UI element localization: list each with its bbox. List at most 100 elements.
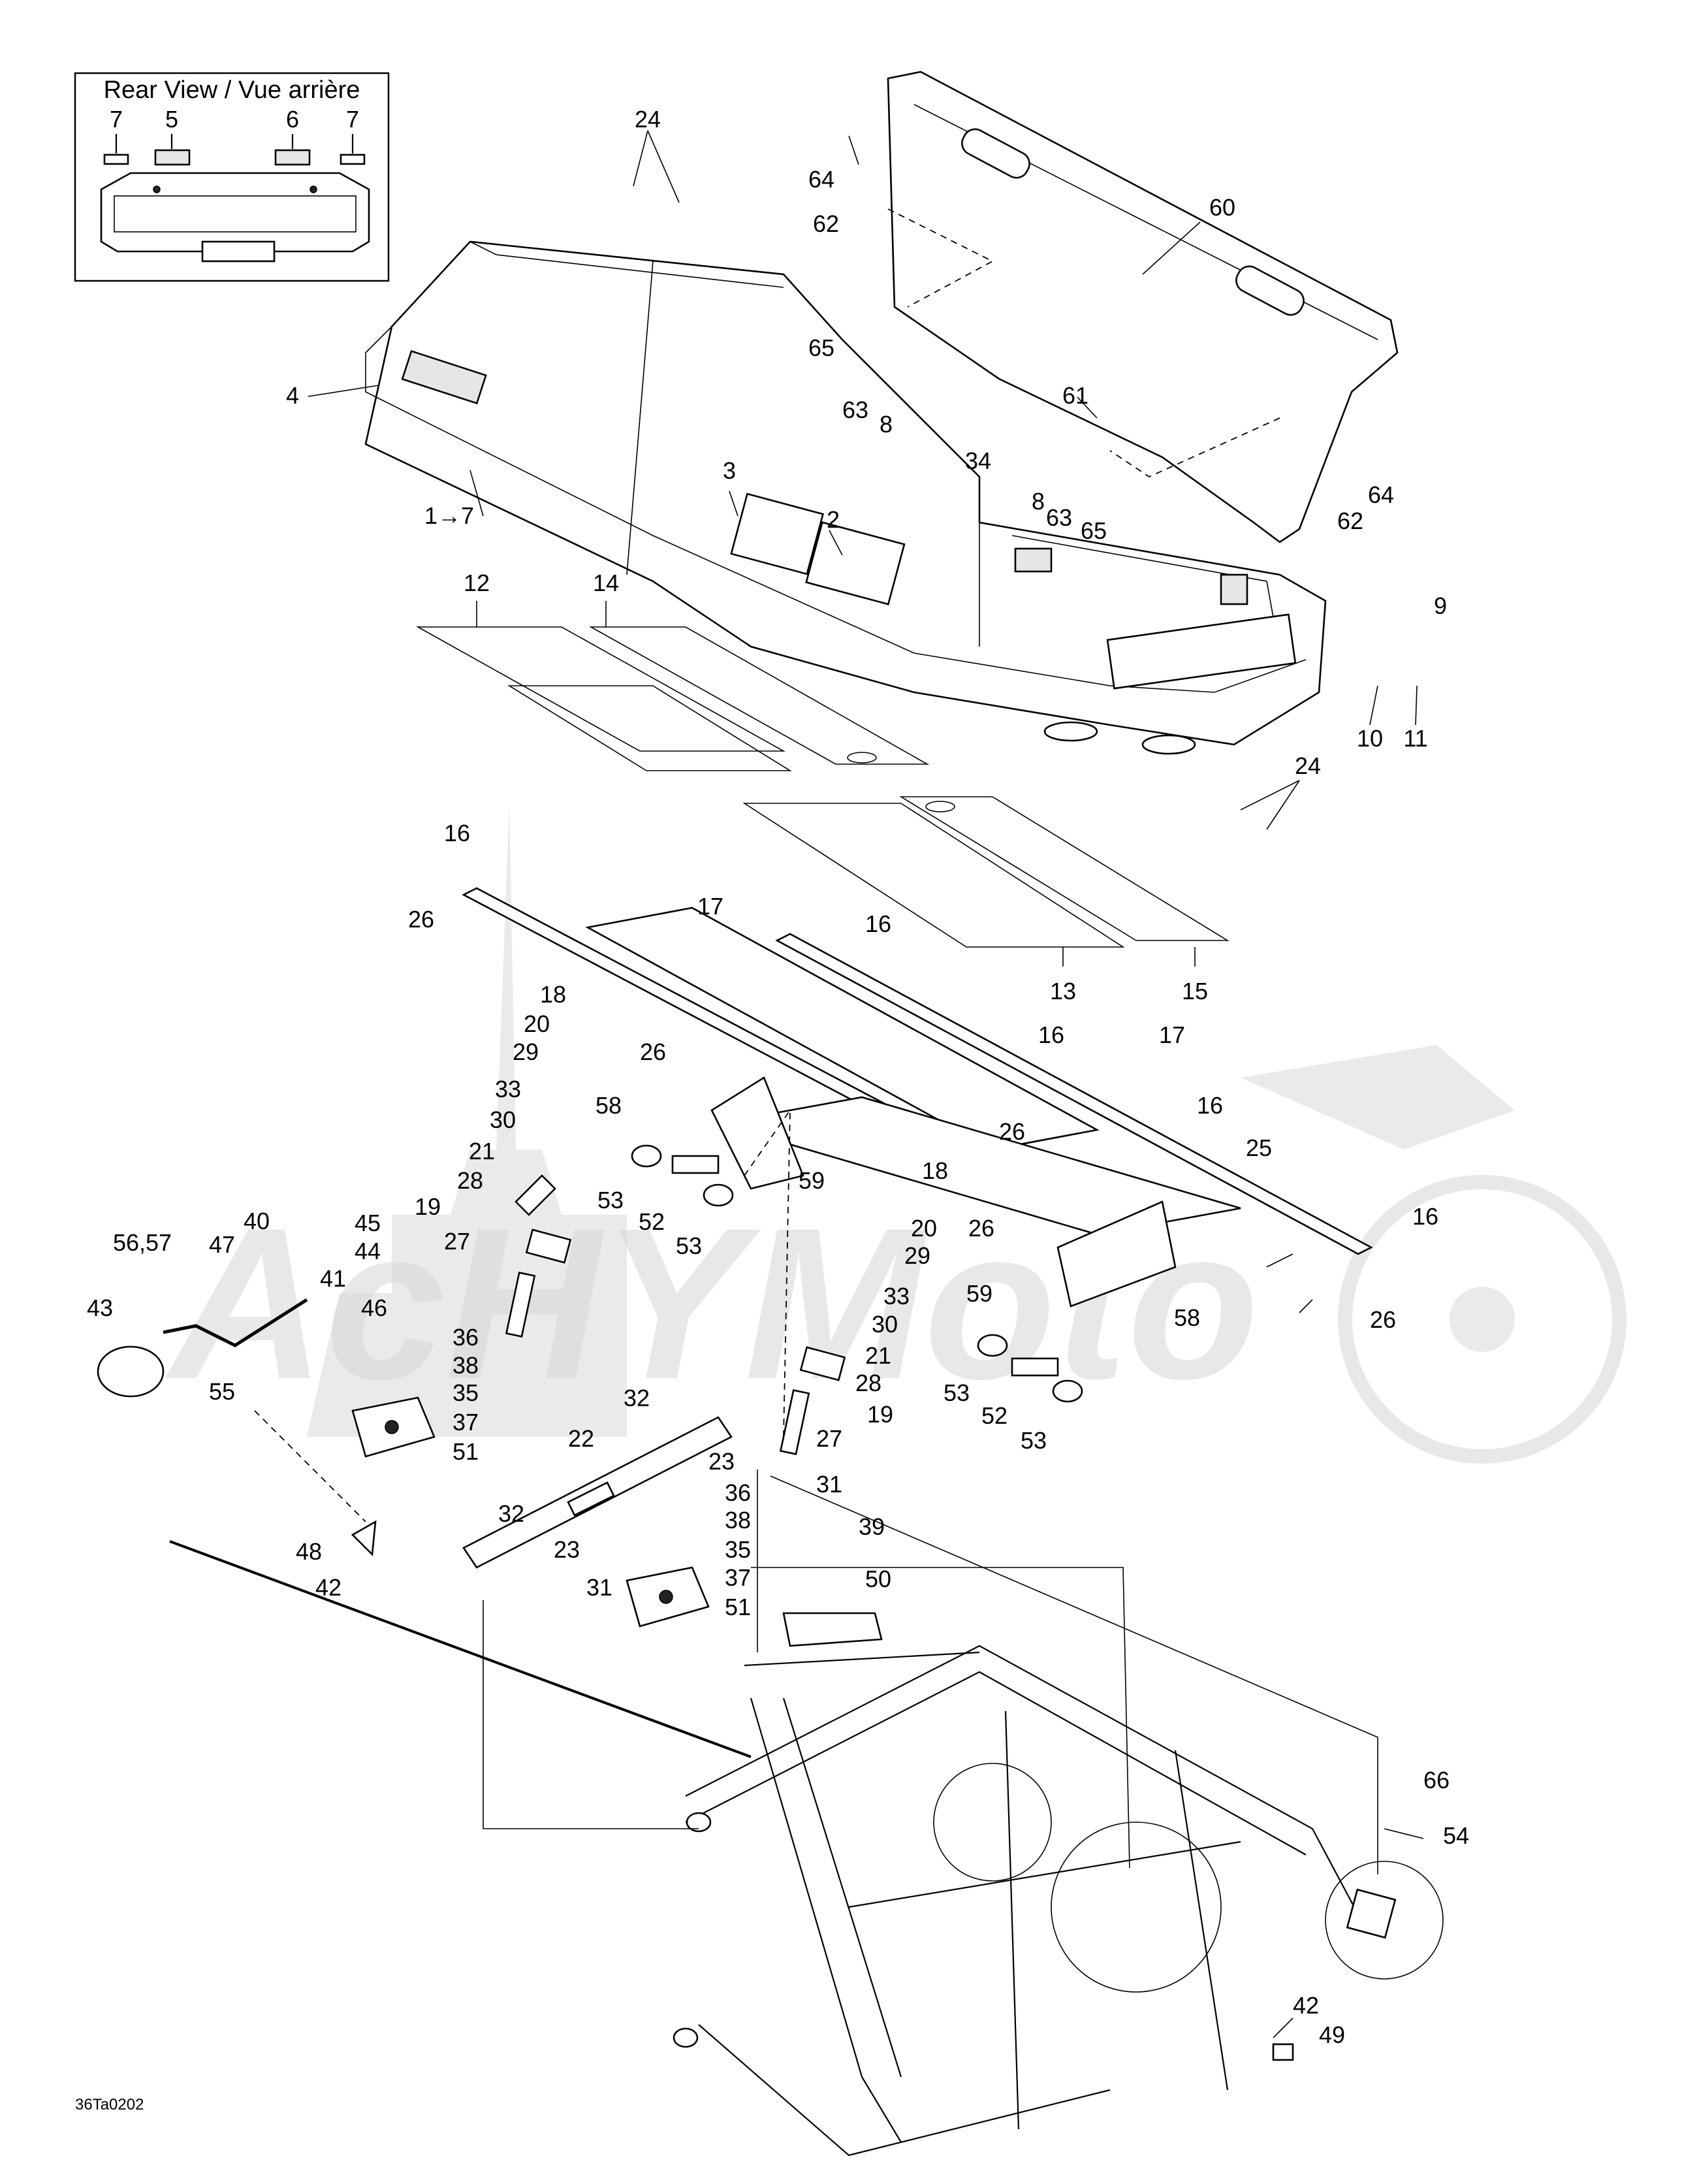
callout-19b: 19: [867, 1401, 893, 1428]
callout-22: 22: [568, 1425, 594, 1452]
callout-26c: 26: [999, 1118, 1025, 1145]
callout-47: 47: [209, 1231, 235, 1258]
callout-23b: 23: [554, 1536, 580, 1563]
callout-29: 29: [513, 1038, 539, 1065]
callout-1-to-7: 1→7: [424, 502, 474, 529]
callout-21: 21: [469, 1138, 495, 1164]
callout-21b: 21: [865, 1342, 891, 1369]
callout-62b: 62: [1337, 507, 1363, 534]
inset-label-5: 5: [165, 106, 178, 133]
callout-44: 44: [355, 1238, 381, 1264]
callout-14: 14: [593, 570, 619, 596]
callout-17b: 17: [1159, 1021, 1185, 1048]
callout-12: 12: [464, 570, 490, 596]
floor-liners: [415, 626, 1230, 948]
callout-35: 35: [452, 1379, 479, 1406]
callout-31b: 31: [586, 1574, 612, 1601]
drawing-code: 36Ta0202: [75, 2096, 144, 2113]
callout-61: 61: [1062, 382, 1088, 409]
callout-30b: 30: [872, 1311, 898, 1338]
callout-27: 27: [444, 1228, 470, 1255]
callout-65: 65: [808, 334, 834, 361]
callout-33: 33: [495, 1076, 521, 1102]
callout-18: 18: [540, 981, 566, 1008]
inset-label-6: 6: [286, 106, 299, 133]
leader-lines: [308, 130, 1424, 2038]
callout-42: 42: [315, 1574, 341, 1601]
callout-26: 26: [408, 906, 434, 933]
callout-37: 37: [452, 1409, 479, 1436]
callout-28b: 28: [855, 1370, 881, 1396]
callout-35b: 35: [725, 1536, 751, 1563]
inset-title: Rear View / Vue arrière: [104, 76, 360, 104]
callout-19: 19: [415, 1193, 441, 1220]
callout-38: 38: [452, 1352, 479, 1379]
callout-63: 63: [842, 396, 868, 423]
callout-9: 9: [1434, 592, 1447, 619]
callout-26d: 26: [968, 1215, 994, 1242]
callout-45: 45: [355, 1210, 381, 1236]
routing-lines: [254, 1108, 1378, 1874]
callout-23: 23: [708, 1448, 735, 1475]
callout-43: 43: [87, 1294, 113, 1321]
callout-65b: 65: [1081, 517, 1107, 544]
callout-64b: 64: [1368, 481, 1394, 508]
callout-58b: 58: [1174, 1304, 1200, 1331]
callout-13: 13: [1050, 978, 1076, 1004]
callout-66: 66: [1423, 1767, 1450, 1793]
callout-3: 3: [723, 457, 736, 484]
callout-59b: 59: [966, 1280, 992, 1307]
callout-50: 50: [865, 1566, 891, 1592]
chassis-frame: [673, 1645, 1444, 2157]
callout-27b: 27: [816, 1425, 842, 1452]
callout-41: 41: [320, 1265, 346, 1292]
callout-54: 54: [1443, 1822, 1469, 1849]
callout-34: 34: [965, 447, 991, 474]
callout-64: 64: [808, 166, 834, 193]
callout-53d: 53: [1021, 1427, 1047, 1454]
callout-38b: 38: [725, 1507, 751, 1534]
callout-24b: 24: [1295, 752, 1321, 779]
callout-26e: 26: [1370, 1306, 1396, 1333]
callout-63b: 63: [1046, 504, 1072, 531]
callout-37b: 37: [725, 1564, 751, 1591]
callout-16c: 16: [1038, 1021, 1064, 1048]
callout-48: 48: [296, 1538, 322, 1565]
callout-18b: 18: [922, 1157, 948, 1184]
callout-17: 17: [697, 893, 723, 920]
callout-25: 25: [1246, 1134, 1272, 1161]
callout-26b: 26: [640, 1038, 666, 1065]
callout-33b: 33: [883, 1283, 910, 1309]
box-frame: [462, 887, 1373, 1308]
shock-absorber-parts: [462, 1174, 846, 1569]
callout-53b: 53: [676, 1232, 702, 1259]
callout-36: 36: [452, 1324, 479, 1351]
rear-mounts: [351, 1396, 883, 1647]
callout-10: 10: [1357, 725, 1383, 752]
callout-16e: 16: [1412, 1203, 1438, 1230]
callout-11: 11: [1403, 725, 1427, 752]
callout-39: 39: [859, 1513, 885, 1540]
cargo-box: [364, 240, 1327, 755]
callout-56-57: 56,57: [113, 1229, 172, 1256]
callout-60: 60: [1209, 194, 1235, 221]
inset-label-7-right: 7: [346, 106, 359, 133]
callout-29b: 29: [904, 1242, 930, 1269]
callout-62: 62: [813, 210, 839, 237]
callout-20b: 20: [911, 1215, 937, 1242]
callout-8: 8: [880, 411, 893, 438]
callout-51b: 51: [725, 1594, 751, 1620]
callout-40: 40: [244, 1208, 270, 1234]
callout-16d: 16: [1197, 1092, 1223, 1119]
callout-53: 53: [597, 1187, 624, 1213]
callout-16b: 16: [865, 910, 891, 937]
callout-51: 51: [452, 1438, 479, 1465]
callout-16: 16: [444, 820, 470, 846]
callout-24: 24: [635, 106, 661, 133]
callout-36b: 36: [725, 1479, 751, 1506]
pivot-bushings: [631, 1144, 1083, 1403]
callout-8b: 8: [1032, 488, 1045, 515]
tailgate: [887, 71, 1399, 543]
callout-42b: 42: [1293, 1992, 1319, 2019]
